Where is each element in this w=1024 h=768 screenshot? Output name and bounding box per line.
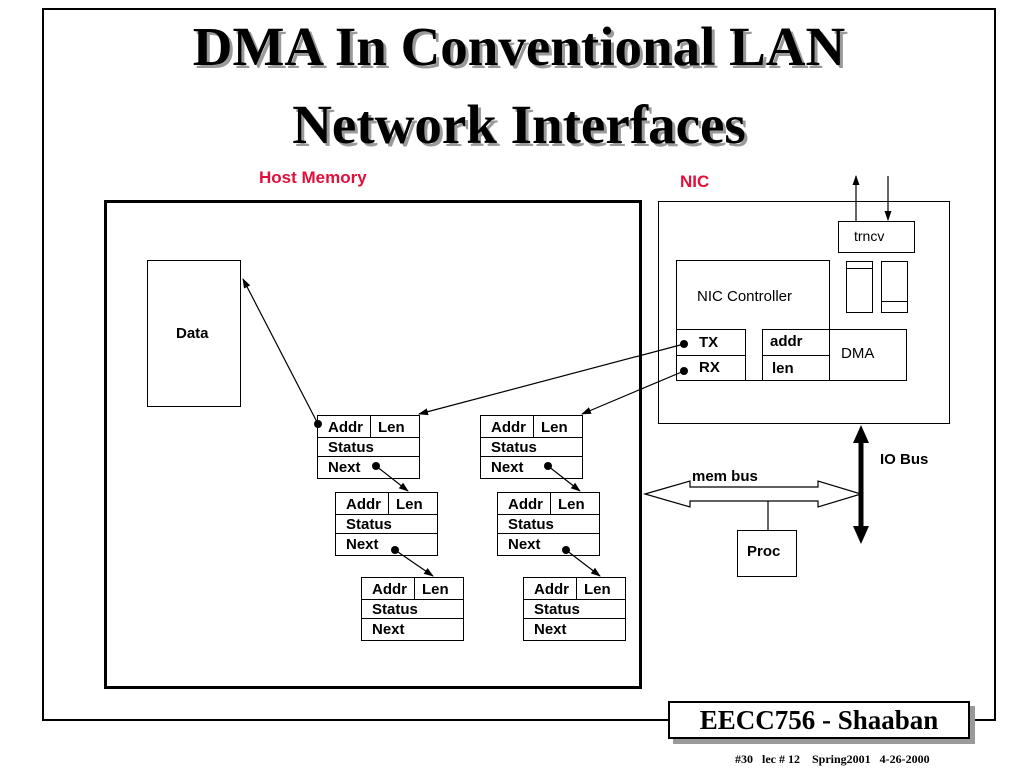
tx-chain-link-1 <box>375 465 409 492</box>
tx-chain-link-2 <box>394 549 434 577</box>
descriptor-addr: Addr <box>328 419 363 436</box>
rx-pointer-arrow <box>581 370 685 415</box>
nic-controller-label: NIC Controller <box>697 288 793 305</box>
descriptor-addr: Addr <box>508 496 543 513</box>
dma-addr-label: addr <box>770 333 803 350</box>
data-buffer-label: Data <box>176 325 209 342</box>
descriptor-addr: Addr <box>372 581 407 598</box>
tx-chain-dot-1 <box>372 462 380 470</box>
descriptor-len: Len <box>558 496 585 513</box>
descriptor-next: Next <box>372 621 405 638</box>
io-bus-label: IO Bus <box>880 451 929 468</box>
nic-label: NIC <box>680 172 710 191</box>
tx-pointer-arrow <box>418 343 685 416</box>
rx-descriptor-1: Addr Len Status Next <box>480 415 583 479</box>
slide-title-line-2: Network Interfaces <box>292 94 746 155</box>
descriptor-status: Status <box>346 516 392 533</box>
slide-title-line-1: DMA In Conventional LAN <box>192 16 846 77</box>
descriptor-len: Len <box>378 419 405 436</box>
descriptor-status: Status <box>508 516 554 533</box>
rx-descriptor-2: Addr Len Status Next <box>497 492 600 556</box>
dma-len-register: len <box>762 355 830 381</box>
descriptor-len: Len <box>422 581 449 598</box>
rx-chain-dot-2 <box>562 546 570 554</box>
course-footer-badge: EECC756 - Shaaban <box>668 701 970 739</box>
rx-label: RX <box>699 359 720 376</box>
processor-label: Proc <box>747 543 781 560</box>
rx-chain-link-2 <box>565 549 601 577</box>
descriptor-status: Status <box>491 439 537 456</box>
transceiver-label: trncv <box>854 228 885 244</box>
descriptor-len: Len <box>584 581 611 598</box>
transceiver-box: trncv <box>838 221 915 253</box>
descriptor-to-data-arrow <box>242 278 319 425</box>
lecture-info-footer: #30 lec # 12 Spring2001 4-26-2000 <box>735 752 930 766</box>
tx-descriptor-1: Addr Len Status Next <box>317 415 420 479</box>
data-buffer: Data <box>147 260 241 407</box>
descriptor-next: Next <box>491 459 524 476</box>
slide-frame <box>42 8 996 721</box>
rx-descriptor-3: Addr Len Status Next <box>523 577 626 641</box>
rx-register: RX <box>676 355 746 381</box>
descriptor-status: Status <box>534 601 580 618</box>
tx-label: TX <box>699 334 719 351</box>
descriptor-addr: Addr <box>491 419 526 436</box>
mem-bus-label: mem bus <box>692 468 758 485</box>
descriptor-pointer-dot <box>314 420 322 428</box>
descriptor-next: Next <box>328 459 361 476</box>
tx-descriptor-3: Addr Len Status Next <box>361 577 464 641</box>
rx-chain-link-1 <box>547 465 581 492</box>
descriptor-addr: Addr <box>346 496 381 513</box>
mem-bus-arrow <box>642 480 864 508</box>
descriptor-status: Status <box>328 439 374 456</box>
io-bus-arrowhead-bottom <box>853 526 869 544</box>
nic-buffer-1 <box>846 261 873 313</box>
descriptor-len: Len <box>396 496 423 513</box>
descriptor-next: Next <box>508 536 541 553</box>
dma-len-label: len <box>772 360 794 377</box>
dma-label: DMA <box>841 345 875 362</box>
descriptor-len: Len <box>541 419 568 436</box>
tx-chain-dot-2 <box>391 546 399 554</box>
io-bus-arrowhead-top <box>853 425 869 443</box>
descriptor-status: Status <box>372 601 418 618</box>
nic-buffer-2 <box>881 261 908 313</box>
host-memory-label: Host Memory <box>259 168 367 187</box>
descriptor-next: Next <box>346 536 379 553</box>
descriptor-next: Next <box>534 621 567 638</box>
tx-pointer-dot <box>680 340 688 348</box>
processor-box: Proc <box>737 530 797 577</box>
rx-chain-dot-1 <box>544 462 552 470</box>
rx-pointer-dot <box>680 367 688 375</box>
tx-descriptor-2: Addr Len Status Next <box>335 492 438 556</box>
descriptor-addr: Addr <box>534 581 569 598</box>
